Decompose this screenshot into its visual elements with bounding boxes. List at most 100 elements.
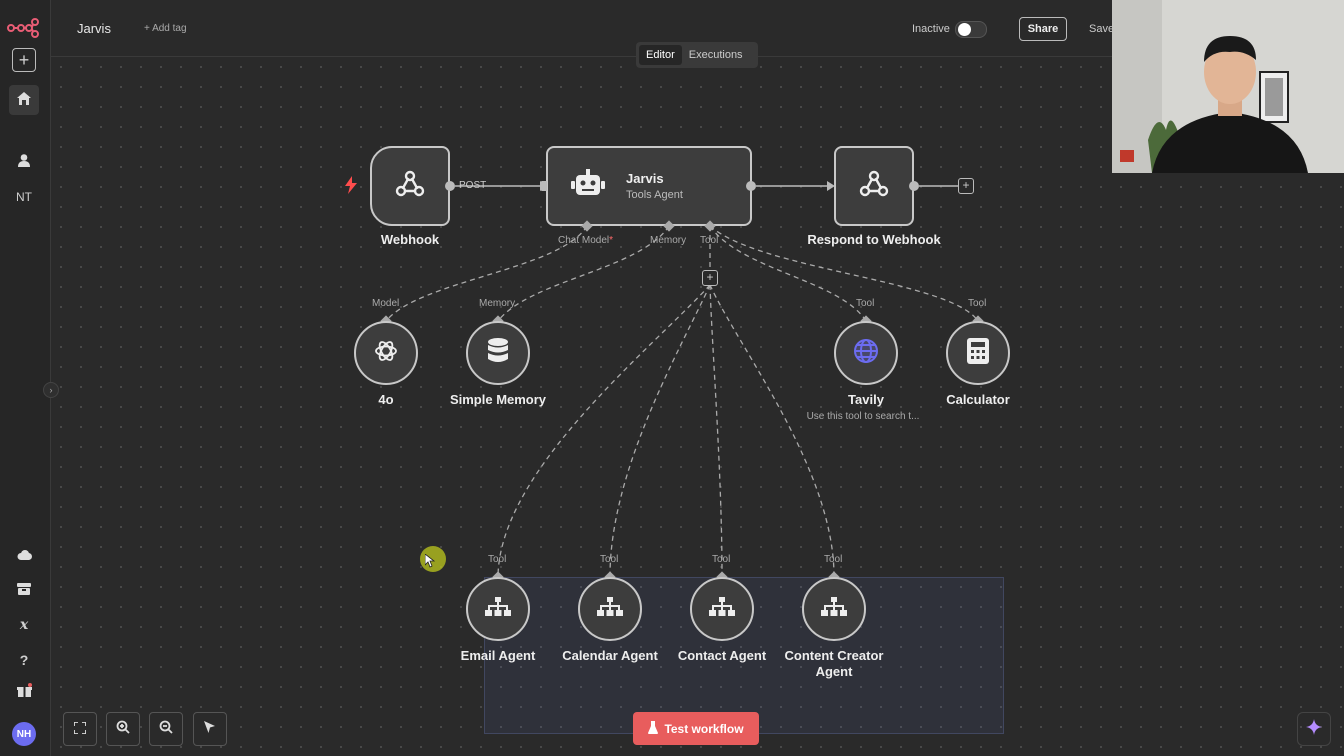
contact-agent-label: Contact Agent (677, 648, 767, 663)
tavily-node-label: Tavily (848, 392, 884, 407)
webhook-output-port[interactable] (445, 181, 455, 191)
respond-to-webhook-node[interactable] (834, 146, 914, 226)
respond-output-port[interactable] (909, 181, 919, 191)
sitemap-icon (821, 596, 847, 622)
agent-title: Jarvis (626, 171, 664, 186)
pointer-icon (204, 720, 216, 738)
calculator-icon (967, 337, 989, 369)
question-icon: ? (19, 652, 29, 668)
whats-new-button[interactable] (9, 677, 39, 707)
variables-button[interactable]: x (9, 610, 39, 640)
tavily-node-description: Use this tool to search t... (806, 411, 920, 422)
zoom-in-icon (116, 720, 130, 738)
home-button[interactable] (9, 85, 39, 115)
webhook-node-label: Webhook (380, 232, 440, 247)
calculator-port-label: Tool (968, 298, 987, 309)
content-creator-label-line1: Content Creator (784, 648, 884, 663)
agent-memory-label: Memory (650, 235, 687, 246)
zoom-in-button[interactable] (106, 712, 140, 746)
gift-icon (16, 683, 32, 701)
jarvis-agent-node[interactable]: Jarvis Tools Agent (546, 146, 752, 226)
fullscreen-icon (73, 720, 87, 738)
openai-icon (372, 337, 400, 370)
content-port-label: Tool (824, 554, 843, 565)
globe-icon (852, 337, 880, 370)
sitemap-icon (485, 596, 511, 622)
add-tool-button[interactable]: + (702, 270, 718, 286)
tab-executions[interactable]: Executions (688, 49, 743, 61)
contact-port-label: Tool (712, 554, 731, 565)
respond-node-label: Respond to Webhook (807, 232, 941, 247)
agent-output-port[interactable] (746, 181, 756, 191)
project-nt-button[interactable]: NT (16, 190, 32, 204)
add-workflow-button[interactable]: + (12, 48, 36, 72)
agent-input-port[interactable] (541, 181, 547, 191)
webhook-node[interactable] (370, 146, 450, 226)
test-workflow-button[interactable]: Test workflow (633, 712, 759, 745)
database-icon (486, 337, 510, 369)
calendar-agent-node[interactable] (578, 577, 642, 641)
sparkle-icon (1306, 718, 1322, 740)
flask-icon (648, 720, 659, 737)
tavily-node[interactable] (834, 321, 898, 385)
email-port-label: Tool (488, 554, 507, 565)
sitemap-icon (709, 596, 735, 622)
model-port-label: Model (372, 298, 400, 309)
calculator-node[interactable] (946, 321, 1010, 385)
simple-memory-node[interactable] (466, 321, 530, 385)
robot-icon (570, 168, 606, 204)
memory-port-label: Memory (479, 298, 516, 309)
presenter-video (1112, 0, 1344, 173)
model-node-label: 4o (378, 392, 394, 407)
add-node-button[interactable]: + (958, 178, 974, 194)
content-creator-label-line2: Agent (815, 664, 853, 679)
variable-x-icon: x (19, 617, 29, 633)
toggle-knob (958, 23, 971, 36)
test-workflow-label: Test workflow (664, 721, 744, 736)
email-agent-label: Email Agent (460, 648, 536, 663)
save-button[interactable]: Save (1089, 23, 1115, 35)
ai-assistant-button[interactable] (1297, 712, 1331, 746)
contact-agent-node[interactable] (690, 577, 754, 641)
openai-model-node[interactable] (354, 321, 418, 385)
tab-editor[interactable]: Editor (639, 45, 682, 65)
agent-subtitle: Tools Agent (626, 189, 683, 201)
user-avatar[interactable]: NH (12, 722, 36, 746)
mouse-pointer-icon (424, 553, 436, 573)
webhook-icon (857, 167, 891, 206)
zoom-out-icon (159, 720, 173, 738)
help-button[interactable]: ? (9, 645, 39, 675)
email-agent-node[interactable] (466, 577, 530, 641)
calendar-agent-label: Calendar Agent (562, 648, 658, 663)
select-tool-button[interactable] (193, 712, 227, 746)
content-creator-agent-node[interactable] (802, 577, 866, 641)
agent-chat-model-label: Chat Model* (558, 235, 614, 246)
n8n-logo[interactable] (7, 18, 39, 43)
memory-node-label: Simple Memory (449, 392, 547, 407)
box-icon (17, 582, 31, 599)
agent-tool-label: Tool (700, 235, 719, 246)
workflow-name[interactable]: Jarvis (77, 21, 111, 36)
trigger-bolt-icon (345, 176, 357, 199)
zoom-out-button[interactable] (149, 712, 183, 746)
templates-button[interactable] (9, 575, 39, 605)
webhook-icon (393, 167, 427, 206)
content-creator-agent-label: Content Creator Agent (764, 648, 904, 680)
share-button[interactable]: Share (1019, 17, 1067, 41)
left-sidebar: + NT x ? NH › (0, 0, 59, 756)
cloud-icon (17, 547, 32, 564)
add-tag-button[interactable]: + Add tag (144, 23, 187, 34)
personal-button[interactable] (9, 147, 39, 177)
cloud-button[interactable] (9, 540, 39, 570)
webcam-overlay (1112, 0, 1344, 173)
cursor-highlight (420, 546, 446, 572)
view-tabs: Editor Executions (636, 42, 758, 68)
tavily-port-label: Tool (856, 298, 875, 309)
sitemap-icon (597, 596, 623, 622)
fit-view-button[interactable] (63, 712, 97, 746)
home-icon (17, 91, 31, 109)
expand-sidebar-button[interactable]: › (43, 382, 59, 398)
webhook-method-label: POST (459, 180, 487, 191)
calendar-port-label: Tool (600, 554, 619, 565)
active-toggle[interactable] (955, 21, 987, 38)
